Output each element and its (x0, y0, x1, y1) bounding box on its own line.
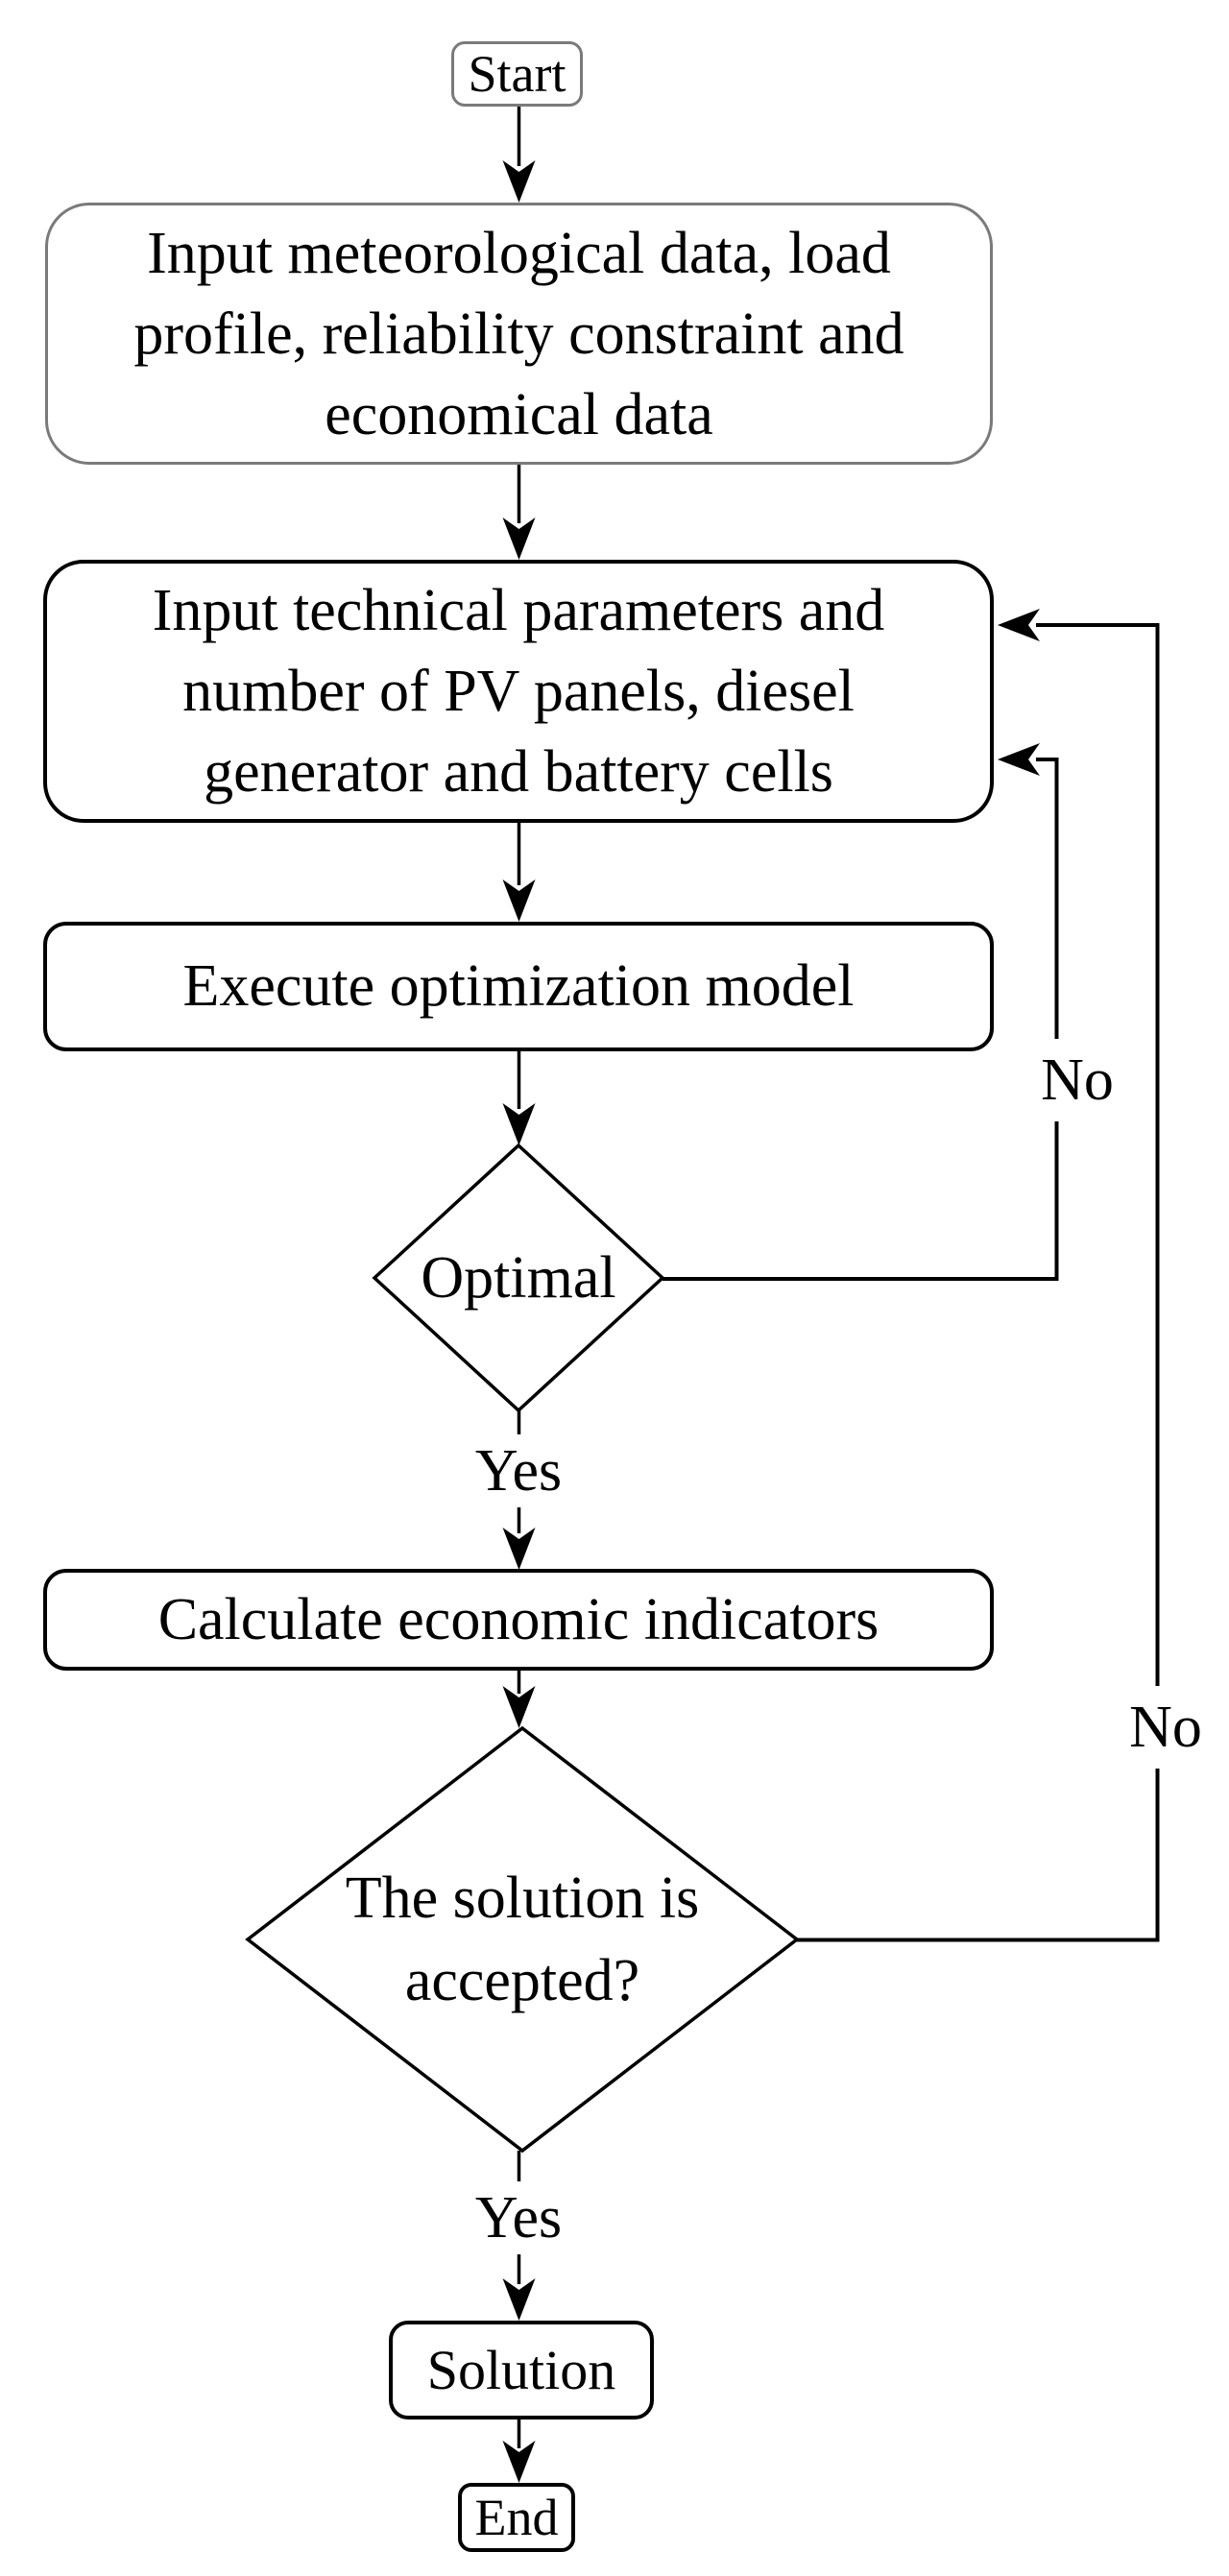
edge-accepted-no-loop (797, 623, 1160, 1942)
node-optimal-label: Optimal (421, 1244, 616, 1311)
node-start-label: Start (468, 45, 566, 103)
node-input-data-line1: Input meteorological data, load (147, 220, 891, 286)
arrowhead-solution (502, 2278, 536, 2321)
node-end-label: End (474, 2489, 559, 2546)
node-execute-label: Execute optimization model (182, 953, 855, 1019)
node-start: Start (451, 41, 583, 107)
node-solution-label: Solution (426, 2339, 616, 2401)
node-calculate-label: Calculate economic indicators (157, 1586, 880, 1652)
arrowhead-accepted-no (998, 609, 1040, 641)
node-input-data-line3: economical data (325, 381, 713, 447)
diamond-accepted-shape (245, 1725, 800, 2154)
arrowhead-accepted (502, 1686, 536, 1728)
node-accepted-label: The solution is accepted? (345, 1866, 700, 2013)
node-input-technical-line2: number of PV panels, diesel (182, 659, 855, 724)
edge-label-optimal-yes: Yes (442, 1434, 595, 1507)
node-end: End (458, 2483, 575, 2552)
arrowhead-optimal-no (998, 743, 1040, 776)
node-execute: Execute optimization model (43, 922, 994, 1051)
arrowhead-optimal (502, 1103, 536, 1145)
edge-label-optimal-no: No (1024, 1039, 1131, 1121)
node-input-technical: Input technical parameters and number of… (43, 560, 994, 823)
node-input-data: Input meteorological data, load profile,… (45, 203, 993, 465)
arrowhead-input-data (502, 160, 536, 203)
edge-label-accepted-yes: Yes (442, 2181, 595, 2254)
arrowhead-input-technical (502, 518, 536, 560)
arrowhead-execute (502, 879, 536, 922)
node-input-technical-line1: Input technical parameters and (152, 578, 885, 643)
node-solution: Solution (389, 2321, 654, 2420)
edge-label-accepted-no: No (1112, 1686, 1219, 1769)
node-calculate: Calculate economic indicators (43, 1569, 994, 1671)
edge-optimal-no-loop (663, 758, 1059, 1281)
node-input-data-line2: profile, reliability constraint and (133, 301, 904, 367)
arrowhead-calculate (502, 1528, 536, 1570)
node-input-technical-line3: generator and battery cells (204, 739, 833, 805)
arrowhead-end (502, 2441, 536, 2483)
